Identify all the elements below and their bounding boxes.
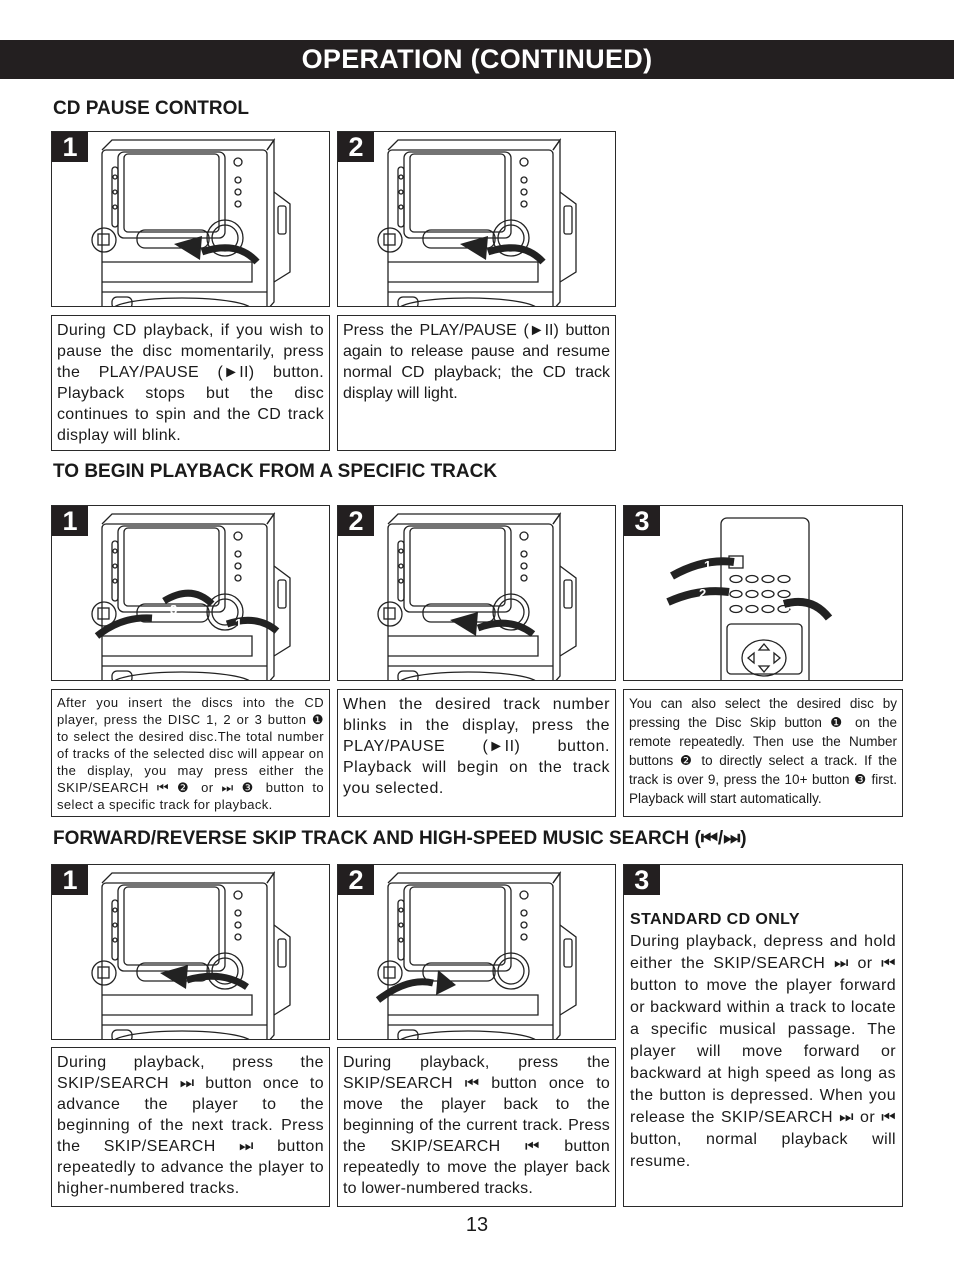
arrow-icon — [476, 619, 536, 637]
arrow-icon — [186, 972, 249, 990]
track-step-2-text: When the desired track number blinks in … — [337, 689, 616, 817]
skip-step-2-figure: 2 — [337, 864, 616, 1040]
callout-3: 3 — [786, 604, 793, 619]
pause-step-2-figure: 2 — [337, 131, 616, 307]
arrow-icon — [670, 557, 735, 580]
skip-step-1-text: During playback, press the SKIP/SEARCH ⏭… — [51, 1047, 330, 1207]
skip-step-2-text: During playback, press the SKIP/SEARCH ⏮… — [337, 1047, 616, 1207]
track-step-2-figure: 2 — [337, 505, 616, 681]
pause-step-1-figure: 1 — [51, 131, 330, 307]
karaoke-machine-illustration — [377, 513, 577, 680]
arrow-head-icon — [436, 970, 456, 995]
page-title: OPERATION (CONTINUED) — [0, 40, 954, 79]
arrow-icon — [225, 616, 280, 634]
arrow-icon — [200, 244, 260, 265]
step-number: 2 — [338, 865, 374, 895]
callout-1: 1 — [235, 616, 242, 631]
step-number: 2 — [338, 132, 374, 162]
callout-2: 2 — [127, 622, 134, 637]
arrow-icon — [162, 589, 215, 607]
arrow-icon — [782, 597, 833, 621]
skip-step-1-figure: 1 — [51, 864, 330, 1040]
page-number: 13 — [465, 1214, 489, 1236]
step-number: 1 — [52, 132, 88, 162]
standard-cd-heading: STANDARD CD ONLY — [630, 911, 800, 928]
arrow-head-icon — [460, 236, 488, 260]
step-number: 3 — [624, 865, 660, 895]
section-heading-pause: CD PAUSE CONTROL — [53, 98, 249, 119]
track-step-1-figure: 1 2 3 1 — [51, 505, 330, 681]
skip-step-3-panel: 3 STANDARD CD ONLY During playback, depr… — [623, 864, 903, 1207]
step-number: 2 — [338, 506, 374, 536]
arrow-icon — [94, 614, 153, 639]
remote-number-buttons — [729, 574, 791, 614]
karaoke-machine-illustration — [377, 139, 577, 306]
track-step-1-text: After you insert the discs into the CD p… — [51, 689, 330, 817]
remote-control-illustration: 1 2 3 — [666, 517, 833, 680]
pause-step-2-text: Press the PLAY/PAUSE (►II) button again … — [337, 315, 616, 451]
pause-step-1-text: During CD playback, if you wish to pause… — [51, 315, 330, 451]
arrow-head-icon — [174, 236, 202, 260]
callout-2: 2 — [699, 586, 706, 601]
arrow-icon — [375, 978, 434, 1003]
karaoke-machine-illustration: 2 3 1 — [91, 513, 291, 680]
callout-3: 3 — [170, 602, 177, 617]
step-number: 3 — [624, 506, 660, 536]
arrow-icon — [666, 587, 730, 606]
standard-cd-text: During playback, depress and hold either… — [630, 933, 896, 1170]
step-number: 1 — [52, 865, 88, 895]
arrow-icon — [486, 244, 546, 265]
track-step-3-figure: 3 1 2 3 — [623, 505, 903, 681]
step-number: 1 — [52, 506, 88, 536]
karaoke-machine-illustration — [91, 872, 291, 1039]
karaoke-machine-illustration — [91, 139, 291, 306]
track-step-3-text: You can also select the desired disc by … — [623, 689, 903, 817]
section-heading-specific-track: TO BEGIN PLAYBACK FROM A SPECIFIC TRACK — [53, 461, 498, 482]
karaoke-machine-illustration — [375, 872, 577, 1039]
callout-1: 1 — [704, 558, 711, 573]
arrow-head-icon — [160, 965, 188, 989]
section-heading-skip: FORWARD/REVERSE SKIP TRACK AND HIGH-SPEE… — [53, 828, 747, 849]
arrow-head-icon — [450, 612, 478, 636]
